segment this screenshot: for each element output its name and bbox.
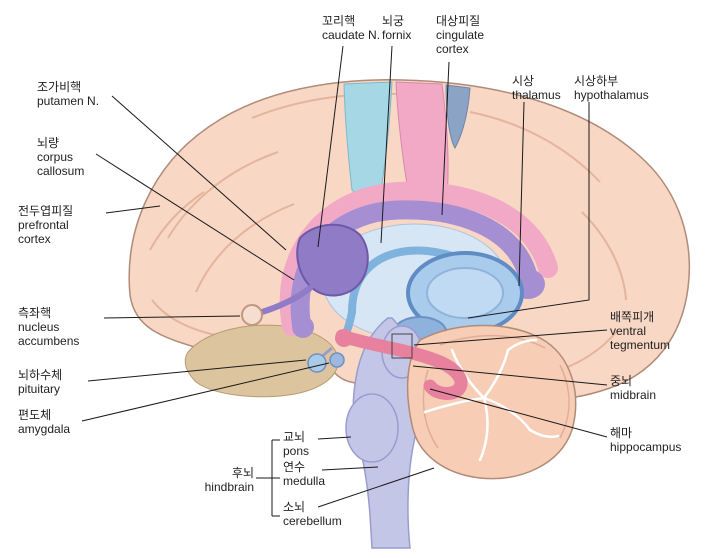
- label-thalamus-en: thalamus: [512, 88, 561, 102]
- label-hindbrain-en: hindbrain: [204, 480, 254, 494]
- label-pituitary: 뇌하수체 pituitary: [18, 368, 62, 396]
- leader-hippocampus: [429, 388, 608, 438]
- label-nucleus-accumbens-en: nucleus accumbens: [18, 320, 80, 348]
- label-caudate-ko: 꼬리핵: [322, 14, 356, 28]
- label-midbrain-ko: 중뇌: [610, 374, 633, 388]
- leader-cerebellum: [317, 467, 435, 508]
- label-prefrontal-en: prefrontal cortex: [18, 218, 69, 246]
- label-fornix-ko: 뇌궁: [382, 14, 405, 28]
- leader-medulla: [321, 466, 379, 471]
- label-hindbrain-ko: 후뇌: [231, 466, 254, 480]
- label-corpus-callosum: 뇌량 corpus callosum: [37, 136, 84, 178]
- leader-midbrain: [412, 365, 608, 386]
- leader-hypothalamus: [467, 102, 590, 319]
- label-thalamus: 시상 thalamus: [512, 74, 561, 102]
- label-hypothalamus-en: hypothalamus: [574, 88, 649, 102]
- label-medulla: 연수 medulla: [283, 460, 325, 488]
- label-hypothalamus-ko: 시상하부: [574, 74, 619, 88]
- label-midbrain-en: midbrain: [610, 388, 657, 402]
- label-nucleus-accumbens-ko: 측좌핵: [18, 306, 52, 320]
- label-pituitary-en: pituitary: [18, 382, 61, 396]
- label-cerebellum: 소뇌 cerebellum: [283, 500, 342, 528]
- label-corpus-callosum-en: corpus callosum: [37, 150, 85, 178]
- label-ventral-tegmentum: 배쪽피개 ventral tegmentum: [610, 310, 670, 352]
- label-cingulate-en: cingulate cortex: [436, 28, 485, 56]
- label-medulla-en: medulla: [283, 474, 326, 488]
- label-putamen: 조가비핵 putamen N.: [37, 80, 99, 108]
- label-hippocampus: 해마 hippocampus: [610, 426, 681, 454]
- label-amygdala-en: amygdala: [18, 422, 71, 436]
- ventral-tegmentum-marker: [391, 333, 413, 359]
- label-fornix: 뇌궁 fornix: [382, 14, 411, 42]
- pituitary-shape: [307, 353, 327, 373]
- thalamus-inner-shape: [426, 267, 504, 319]
- leader-pituitary: [87, 359, 307, 382]
- label-hypothalamus: 시상하부 hypothalamus: [574, 74, 649, 102]
- label-cerebellum-en: cerebellum: [283, 514, 342, 528]
- label-amygdala-ko: 편도체: [18, 408, 52, 422]
- leader-thalamus: [518, 101, 525, 287]
- label-amygdala: 편도체 amygdala: [18, 408, 70, 436]
- label-cerebellum-ko: 소뇌: [283, 500, 306, 514]
- leader-putamen: [111, 95, 287, 251]
- label-midbrain: 중뇌 midbrain: [610, 374, 656, 402]
- label-prefrontal-ko: 전두엽피질: [18, 204, 74, 218]
- hindbrain-bracket: [256, 439, 280, 517]
- nucleus-accumbens-shape: [241, 304, 263, 326]
- label-hippocampus-en: hippocampus: [610, 440, 682, 454]
- leader-amygdala: [81, 362, 330, 422]
- leader-corpus-callosum: [95, 153, 295, 281]
- leader-cingulate: [441, 61, 450, 216]
- leader-ventral-tegmentum: [413, 329, 608, 346]
- label-corpus-callosum-ko: 뇌량: [37, 136, 60, 150]
- label-ventral-tegmentum-ko: 배쪽피개: [610, 310, 655, 324]
- leader-nucleus-accumbens: [103, 315, 241, 319]
- leader-fornix: [380, 45, 393, 244]
- label-pituitary-ko: 뇌하수체: [18, 368, 63, 382]
- label-cingulate-ko: 대상피질: [436, 14, 481, 28]
- leader-caudate: [317, 45, 344, 248]
- leader-pons: [317, 436, 352, 440]
- label-nucleus-accumbens: 측좌핵 nucleus accumbens: [18, 306, 79, 348]
- label-prefrontal: 전두엽피질 prefrontal cortex: [18, 204, 73, 246]
- label-caudate-en: caudate N.: [322, 28, 381, 42]
- cerebellum-folia: [422, 334, 570, 449]
- label-caudate: 꼬리핵 caudate N.: [322, 14, 380, 42]
- genu-shape: [292, 316, 314, 338]
- pons-shape: [345, 393, 399, 463]
- label-cingulate: 대상피질 cingulate cortex: [436, 14, 484, 56]
- temporal-region-shape: [184, 324, 339, 398]
- mammillary-body-shape: [335, 329, 353, 347]
- leader-lines: [81, 45, 608, 517]
- label-putamen-en: putamen N.: [37, 94, 100, 108]
- label-pons-en: pons: [283, 444, 310, 458]
- cingulate-cortex-shape: [279, 181, 558, 336]
- label-hippocampus-ko: 해마: [610, 426, 633, 440]
- leader-prefrontal: [105, 205, 161, 214]
- label-fornix-en: fornix: [382, 28, 412, 42]
- amygdala-shape: [329, 352, 345, 368]
- caudate-putamen-shape: [296, 223, 369, 297]
- label-medulla-ko: 연수: [283, 460, 306, 474]
- label-pons-ko: 교뇌: [283, 430, 306, 444]
- label-hindbrain: 후뇌 hindbrain: [168, 466, 254, 494]
- label-putamen-ko: 조가비핵: [37, 80, 82, 94]
- label-thalamus-ko: 시상: [512, 74, 535, 88]
- label-pons: 교뇌 pons: [283, 430, 309, 458]
- caudate-tail-shape: [259, 285, 313, 315]
- label-ventral-tegmentum-en: ventral tegmentum: [610, 324, 671, 352]
